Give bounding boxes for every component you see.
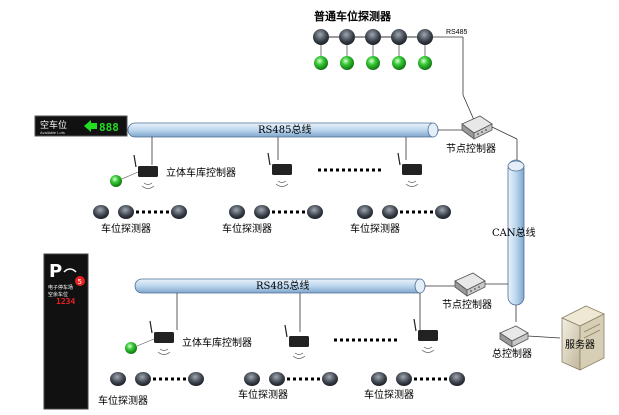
detector-label-6: 车位探测器 bbox=[364, 388, 414, 401]
parking-sign-1: 空车位 Available Lots 888 bbox=[34, 115, 128, 137]
top-detector-3 bbox=[365, 29, 381, 70]
master-label: 总控制器 bbox=[492, 347, 532, 360]
wireless-controller-4 bbox=[413, 293, 438, 353]
sign1-text: 空车位 bbox=[40, 119, 67, 131]
green-led-icon bbox=[418, 56, 432, 70]
top-detectors-label: 普通车位探测器 bbox=[314, 9, 392, 23]
green-led-icon bbox=[340, 56, 354, 70]
green-led-icon bbox=[366, 56, 380, 70]
parking-sign-2: P 5 电子停车场 空余车位 1234 bbox=[43, 253, 89, 410]
master-controller bbox=[499, 325, 529, 348]
sign1-count: 888 bbox=[99, 121, 119, 134]
garage-controller-1 bbox=[110, 137, 158, 189]
top-detector-row bbox=[313, 29, 475, 121]
detector-label-2: 车位探测器 bbox=[222, 222, 272, 235]
garage-controller-2 bbox=[125, 293, 178, 355]
server-label: 服务器 bbox=[565, 338, 595, 351]
detector-group-3 bbox=[357, 205, 451, 219]
detector-label-1: 车位探测器 bbox=[101, 222, 151, 235]
detector-group-6 bbox=[371, 372, 465, 386]
garage1-label: 立体车库控制器 bbox=[166, 166, 236, 179]
garage2-label: 立体车库控制器 bbox=[182, 336, 252, 349]
car-icon bbox=[63, 268, 77, 273]
sign2-line1: 电子停车场 bbox=[48, 284, 73, 291]
top-detector-1 bbox=[313, 29, 329, 70]
detector-group-5 bbox=[244, 372, 338, 386]
detector-label-4: 车位探测器 bbox=[98, 394, 148, 407]
arrow-left-icon bbox=[84, 120, 97, 132]
can-label: CAN总线 bbox=[492, 226, 536, 239]
node-controller-1 bbox=[461, 115, 493, 140]
top-detector-5 bbox=[417, 29, 433, 70]
server-icon bbox=[561, 305, 605, 371]
detector-label-3: 车位探测器 bbox=[350, 222, 400, 235]
sign1-subtext: Available Lots bbox=[40, 130, 65, 135]
wireless-controller-1 bbox=[267, 137, 292, 187]
detector-label-5: 车位探测器 bbox=[238, 388, 288, 401]
bus2-label: RS485总线 bbox=[256, 279, 309, 292]
rs485-small-label: RS485 bbox=[446, 29, 468, 36]
wireless-controller-2 bbox=[397, 137, 422, 187]
sign2-count: 1234 bbox=[56, 297, 75, 306]
detector-group-2 bbox=[229, 205, 323, 219]
detector-group-1 bbox=[93, 205, 187, 219]
sign2-line2: 空余车位 bbox=[48, 291, 68, 298]
node1-label: 节点控制器 bbox=[446, 142, 496, 155]
bus1-label: RS485总线 bbox=[258, 123, 311, 136]
green-led-icon bbox=[314, 56, 328, 70]
node2-label: 节点控制器 bbox=[442, 298, 492, 311]
wireless-controller-3 bbox=[284, 293, 309, 359]
detector-group-4 bbox=[110, 372, 204, 386]
sign2-num: 5 bbox=[78, 278, 82, 286]
node-controller-2 bbox=[454, 272, 486, 297]
green-led-icon bbox=[392, 56, 406, 70]
top-detector-2 bbox=[339, 29, 355, 70]
parking-p-icon: P bbox=[49, 261, 62, 282]
green-led-icon bbox=[110, 175, 122, 187]
green-led-icon bbox=[125, 342, 137, 354]
top-detector-4 bbox=[391, 29, 407, 70]
